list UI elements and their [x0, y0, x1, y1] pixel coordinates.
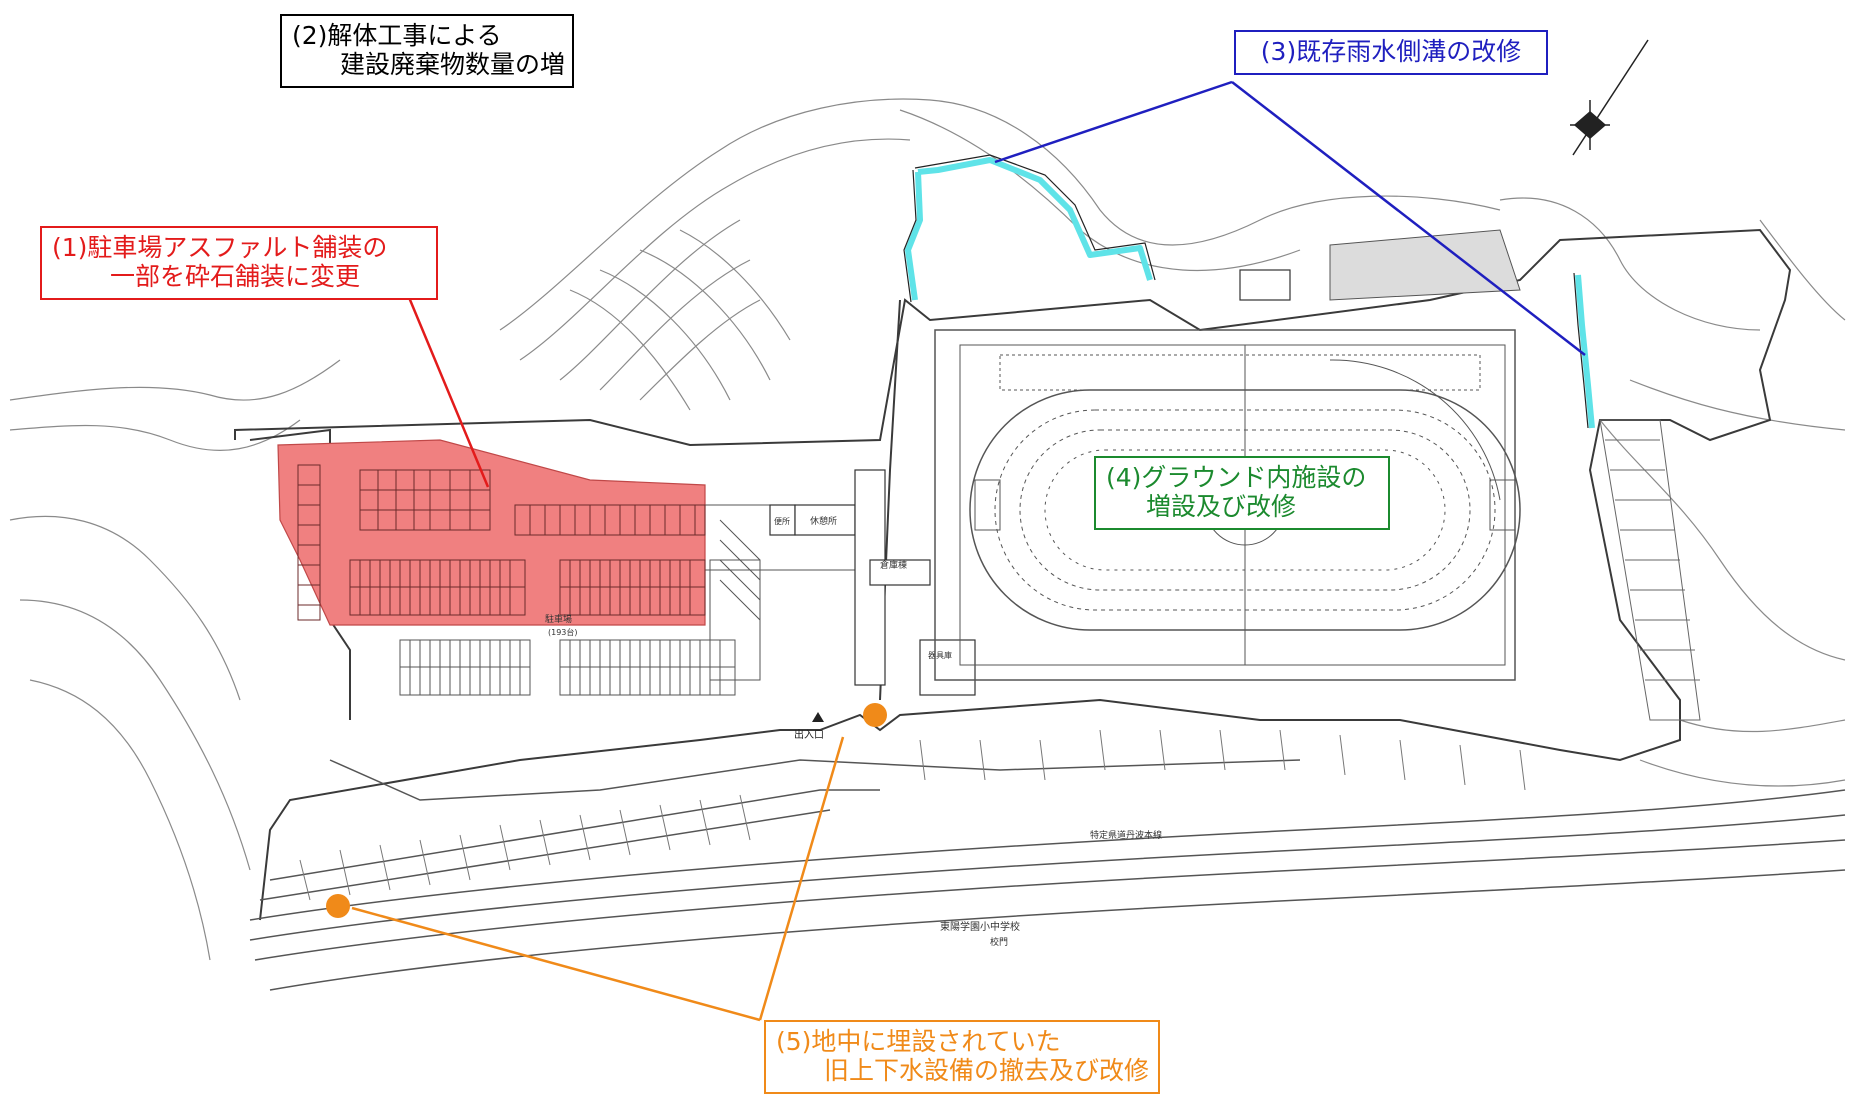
- callout-5-line2: 旧上下水設備の撤去及び改修: [824, 1055, 1150, 1085]
- storage-label: 器具庫: [928, 650, 952, 660]
- stadium: [934, 329, 1521, 681]
- callout-demolition-waste: (2)解体工事による 建設廃棄物数量の増: [280, 14, 574, 88]
- rest-area-label: 休憩所: [810, 515, 837, 527]
- warehouse-label: 倉庫棟: [880, 559, 907, 571]
- callout-1-line2: 一部を砕石舗装に変更: [110, 261, 361, 291]
- parking-highlight-area: [277, 439, 706, 626]
- callout-parking-paving: (1)駐車場アスファルト舗装の 一部を砕石舗装に変更: [40, 226, 438, 300]
- callout-ground-facilities: (4)グラウンド内施設の 増設及び改修: [1094, 456, 1390, 530]
- terrain-contours: [9, 98, 1846, 961]
- leader-lines: [351, 80, 1586, 1022]
- entrance-label: 出入口: [794, 728, 824, 741]
- callout-2-line2: 建設廃棄物数量の増: [340, 49, 566, 79]
- school-label: 東陽学園小中学校: [940, 920, 1020, 933]
- road: [249, 759, 1846, 991]
- parking-count-label: (193台): [548, 627, 578, 637]
- school-gate-label: 校門: [990, 936, 1008, 948]
- marker-dot-icon: [863, 703, 887, 727]
- callout-rain-drain: (3)既存雨水側溝の改修: [1234, 30, 1548, 75]
- road-hatching: [299, 729, 1526, 901]
- buildings: [769, 269, 1291, 696]
- marker-dot-icon: [326, 894, 350, 918]
- callout-5-line1: (5)地中に埋設されていた: [776, 1027, 1061, 1056]
- north-arrow-icon: [1570, 39, 1649, 156]
- callout-3-line1: (3)既存雨水側溝の改修: [1260, 37, 1522, 66]
- road-label: 特定県道丹波本線: [1090, 829, 1162, 841]
- toilet-label: 便所: [774, 516, 790, 526]
- slope-hatching: [1329, 229, 1701, 721]
- callout-1-line1: (1)駐車場アスファルト舗装の: [52, 233, 388, 262]
- marker-dots: [326, 703, 887, 918]
- parking-label: 駐車場: [545, 613, 572, 625]
- callout-4-line1: (4)グラウンド内施設の: [1106, 463, 1367, 492]
- callout-2-line1: (2)解体工事による: [292, 21, 502, 50]
- entrance-triangle-icon: [812, 712, 824, 722]
- callout-4-line2: 増設及び改修: [1146, 491, 1297, 521]
- drain-outline: [903, 154, 1589, 429]
- callout-underground-utilities: (5)地中に埋設されていた 旧上下水設備の撤去及び改修: [764, 1020, 1160, 1094]
